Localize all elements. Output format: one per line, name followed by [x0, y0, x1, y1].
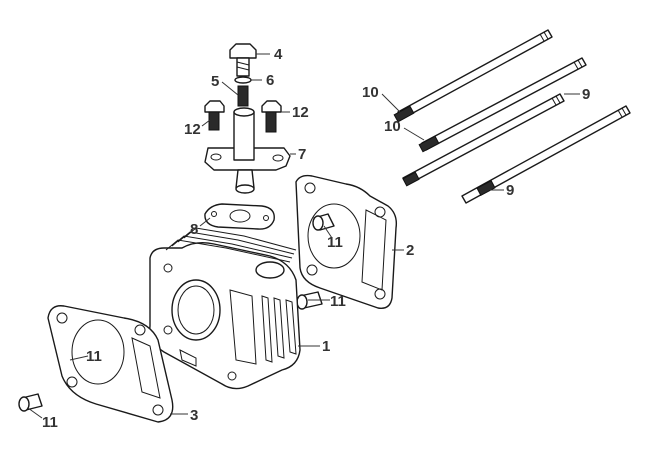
- spring-5: [237, 85, 249, 107]
- gasket-3: [47, 305, 174, 423]
- callout-5: 5: [211, 73, 219, 90]
- callout-1: 1: [322, 338, 330, 355]
- gasket-2: [295, 174, 398, 309]
- cylinder-1: [149, 227, 301, 390]
- callout-12-right: 12: [292, 104, 309, 121]
- callout-4: 4: [274, 46, 283, 63]
- callout-2: 2: [406, 242, 414, 259]
- callout-11-mid: 11: [330, 293, 346, 310]
- bolt-4: [229, 43, 257, 77]
- callout-12-left: 12: [184, 121, 201, 138]
- dowel-11-bottom: [18, 393, 43, 412]
- callout-7: 7: [298, 146, 306, 163]
- callout-11-top: 11: [327, 234, 343, 251]
- tensioner-7: [204, 107, 291, 194]
- washer-6: [234, 76, 252, 84]
- callout-6: 6: [266, 72, 274, 89]
- bolt-12-right: [261, 100, 282, 133]
- stud-lower-10: [418, 57, 587, 153]
- callout-10-upper: 10: [362, 84, 379, 101]
- callout-10-lower: 10: [384, 118, 401, 135]
- callout-11-left: 11: [86, 348, 102, 365]
- callout-3: 3: [190, 407, 198, 424]
- gasket-8: [204, 203, 275, 230]
- callout-8: 8: [190, 221, 198, 238]
- stud-lower-9: [461, 105, 631, 204]
- bolt-12-left: [204, 100, 225, 131]
- callout-9-upper: 9: [582, 86, 590, 103]
- stud-upper-10: [393, 29, 553, 123]
- callout-9-lower: 9: [506, 182, 514, 199]
- stud-upper-9: [402, 93, 565, 187]
- leader-lines: [27, 53, 580, 419]
- callout-11-bottom: 11: [42, 414, 58, 431]
- dowel-11-top: [312, 213, 335, 231]
